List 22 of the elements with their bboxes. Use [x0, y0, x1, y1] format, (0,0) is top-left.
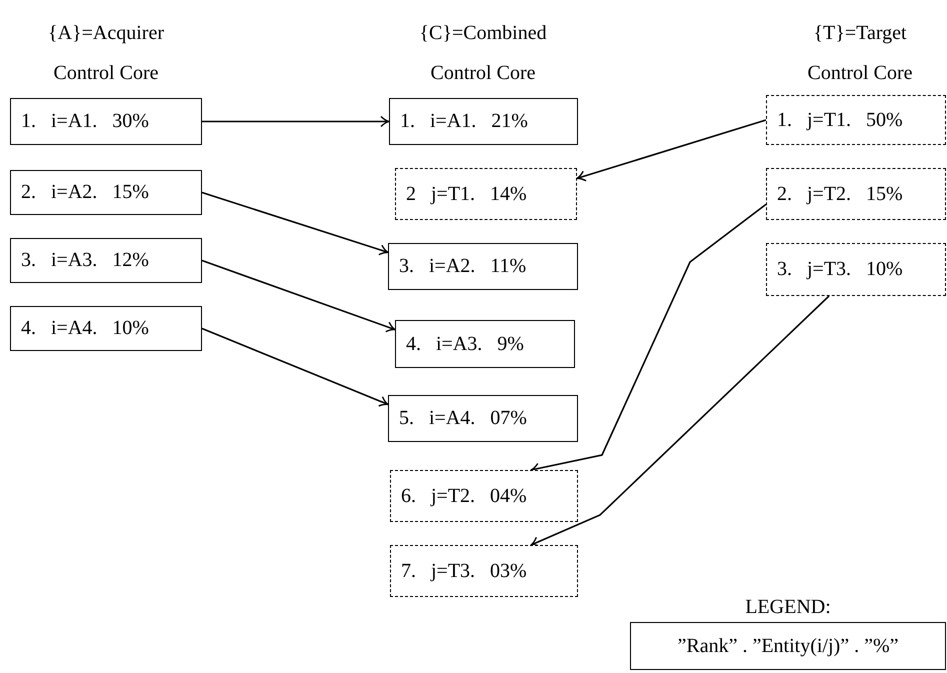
column-subheading: Control Core	[430, 62, 536, 85]
column-subheading: Control Core	[54, 62, 158, 85]
entity-box: 3. i=A2. 11%	[388, 243, 578, 290]
entity-box: 4. i=A4. 10%	[10, 306, 202, 351]
entity-box: 4. i=A3. 9%	[395, 320, 575, 368]
column-subheading: Control Core	[808, 62, 912, 85]
entity-box: 3. i=A3. 12%	[10, 238, 202, 283]
dashed-entity-box: 6. j=T2. 04%	[390, 470, 578, 522]
column-heading: {T}=Target	[813, 22, 907, 45]
entity-box: 1. i=A1. 30%	[10, 98, 202, 145]
entity-box: 2. i=A2. 15%	[10, 170, 202, 215]
dashed-entity-box: 1. j=T1. 50%	[766, 95, 946, 145]
entity-box: 5. i=A4. 07%	[388, 395, 578, 442]
legend-box: ”Rank” . ”Entity(i/j)” . ”%”	[630, 622, 946, 670]
entity-box: 1. i=A1. 21%	[389, 98, 578, 145]
dashed-entity-box: 2. j=T2. 15%	[766, 168, 946, 220]
column-heading: {A}=Acquirer	[48, 22, 164, 45]
dashed-entity-box: 3. j=T3. 10%	[766, 243, 946, 296]
column-heading: {C}=Combined	[419, 22, 547, 45]
dashed-entity-box: 7. j=T3. 03%	[390, 545, 578, 597]
legend-heading: LEGEND:	[744, 596, 832, 619]
dashed-entity-box: 2 j=T1. 14%	[395, 168, 577, 220]
